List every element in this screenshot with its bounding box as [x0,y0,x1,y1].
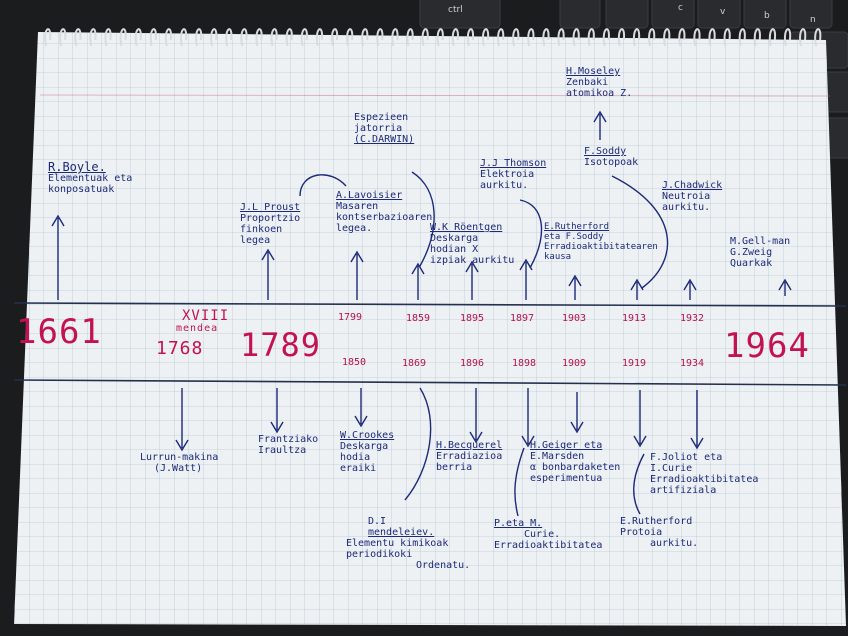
key-b: b [764,11,770,21]
year-1859: 1859 [406,313,430,324]
year-1799: 1799 [338,312,362,323]
year-1909: 1909 [562,358,586,369]
key-n: n [810,15,816,25]
year-1768: 1768 [156,338,203,359]
year-1919: 1919 [622,358,646,369]
year-1898: 1898 [512,358,536,369]
note-soddy: F.Soddy Isotopoak [584,146,638,168]
year-1850: 1850 [342,357,366,368]
note-curie: P.eta M. Curie. Erradioaktibitatea [494,518,602,551]
year-1789: 1789 [240,326,321,364]
key-v: v [720,7,726,17]
year-1913: 1913 [622,313,646,324]
note-watt: Lurrun-makina(J.Watt) [140,452,218,474]
year-1934: 1934 [680,358,704,369]
year-1869: 1869 [402,358,426,369]
year-1903: 1903 [562,313,586,324]
key-ctrl: ctrl [448,5,463,15]
year-1897: 1897 [510,313,534,324]
year-1932: 1932 [680,313,704,324]
century-mendea: mendea [176,323,218,334]
year-1895: 1895 [460,313,484,324]
key-c: c [678,3,683,13]
year-1964: 1964 [724,326,810,366]
year-1661: 1661 [16,312,102,352]
year-1896: 1896 [460,358,484,369]
century-xviii: XVIII [182,308,229,324]
